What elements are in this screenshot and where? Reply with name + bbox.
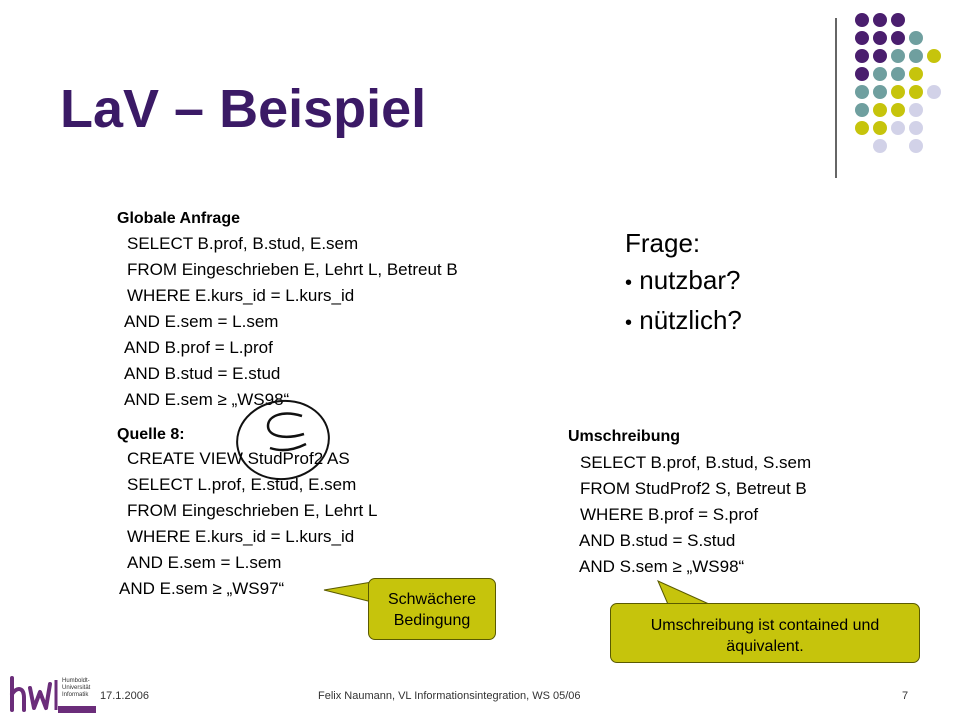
source-view-block: CREATE VIEW StudProf2 AS SELECT L.prof, …	[119, 446, 378, 602]
decorative-dot	[891, 13, 905, 27]
decorative-dot	[855, 103, 869, 117]
question-bullet: • nützlich?	[625, 305, 742, 335]
decorative-dot	[891, 103, 905, 117]
decorative-dot	[927, 49, 941, 63]
decorative-dot	[891, 121, 905, 135]
footer-date: 17.1.2006	[100, 690, 149, 702]
weaker-condition-callout: Schwächere Bedingung	[368, 578, 496, 640]
decorative-dot	[927, 85, 941, 99]
global-query-heading: Globale Anfrage	[117, 210, 240, 227]
rewrite-heading: Umschreibung	[568, 428, 681, 445]
question-bullet: • nutzbar?	[625, 265, 741, 295]
code-line: WHERE E.kurs_id = L.kurs_id	[127, 527, 355, 546]
decorative-dot	[855, 13, 869, 27]
decorative-dot	[855, 85, 869, 99]
code-line: AND E.sem = L.sem	[127, 553, 282, 572]
logo-lettering: Humboldt-Universität Informatik	[62, 678, 91, 698]
slide-title: LaV – Beispiel	[60, 79, 427, 139]
source-heading: Quelle 8:	[117, 426, 185, 443]
question-block: Frage: • nutzbar? • nützlich?	[625, 225, 742, 342]
code-line: AND B.prof = L.prof	[124, 338, 273, 357]
code-line: AND E.sem = L.sem	[124, 312, 279, 331]
code-line: AND E.sem ≥ „WS98“	[124, 390, 290, 409]
decorative-dot-grid	[0, 0, 960, 160]
decorative-dot	[873, 139, 887, 153]
code-line: SELECT B.prof, B.stud, E.sem	[127, 234, 359, 253]
title-divider-line	[835, 18, 837, 178]
question-heading: Frage:	[625, 228, 701, 258]
decorative-dot	[855, 31, 869, 45]
code-line: WHERE B.prof = S.prof	[580, 505, 759, 524]
decorative-dot	[873, 31, 887, 45]
decorative-dot	[909, 85, 923, 99]
code-line: FROM StudProf2 S, Betreut B	[580, 479, 807, 498]
decorative-dot	[909, 49, 923, 63]
code-line: SELECT L.prof, E.stud, E.sem	[127, 475, 357, 494]
decorative-dot	[909, 31, 923, 45]
decorative-dot	[909, 121, 923, 135]
decorative-dot	[891, 49, 905, 63]
decorative-dot	[855, 121, 869, 135]
code-line: CREATE VIEW StudProf2 AS	[127, 449, 350, 468]
decorative-dot	[873, 49, 887, 63]
footer-course: Felix Naumann, VL Informationsintegratio…	[318, 690, 581, 702]
decorative-dot	[873, 67, 887, 81]
handwritten-subset-annotation	[236, 399, 330, 481]
global-query-block: SELECT B.prof, B.stud, E.sem FROM Einges…	[124, 231, 458, 413]
rewrite-block: SELECT B.prof, B.stud, S.sem FROM StudPr…	[579, 450, 812, 580]
code-line: AND S.sem ≥ „WS98“	[579, 557, 745, 576]
decorative-dot	[873, 85, 887, 99]
code-line: SELECT B.prof, B.stud, S.sem	[580, 453, 812, 472]
code-line: FROM Eingeschrieben E, Lehrt L	[127, 501, 378, 520]
contained-equivalent-callout: Umschreibung ist contained und äquivalen…	[610, 603, 920, 663]
decorative-dot	[855, 67, 869, 81]
code-line: FROM Eingeschrieben E, Lehrt L, Betreut …	[127, 260, 458, 279]
code-line: AND B.stud = S.stud	[579, 531, 736, 550]
decorative-dot	[873, 13, 887, 27]
decorative-dot	[891, 85, 905, 99]
code-line: WHERE E.kurs_id = L.kurs_id	[127, 286, 355, 305]
decorative-dot	[855, 49, 869, 63]
decorative-dot	[909, 139, 923, 153]
decorative-dot	[891, 31, 905, 45]
decorative-dot	[909, 67, 923, 81]
bullet-text: nutzbar?	[639, 265, 741, 295]
bullet-text: nützlich?	[639, 305, 742, 335]
university-logo: Humboldt-Universität Informatik	[8, 670, 98, 716]
decorative-dot	[873, 121, 887, 135]
decorative-dot	[891, 67, 905, 81]
decorative-dot	[909, 103, 923, 117]
code-line: AND E.sem ≥ „WS97“	[119, 579, 285, 598]
code-line: AND B.stud = E.stud	[124, 364, 281, 383]
decorative-dot	[873, 103, 887, 117]
page-number: 7	[902, 690, 909, 702]
